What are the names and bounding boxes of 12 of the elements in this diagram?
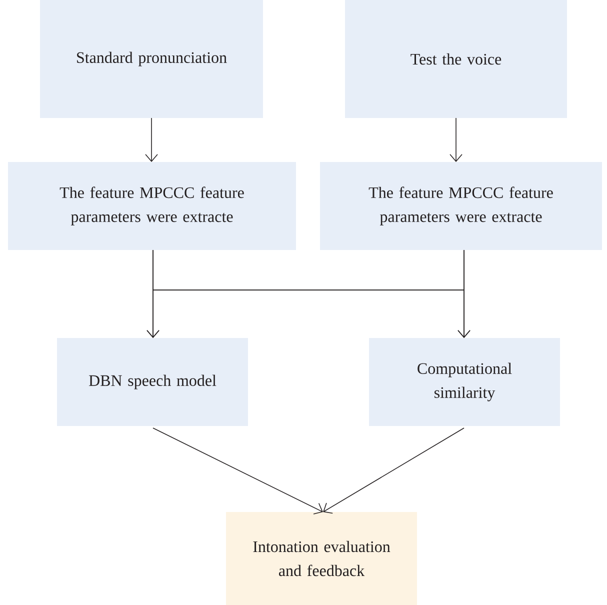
arrow: [323, 428, 464, 514]
process-box: The feature MPCCC feature parameters were extracte: [320, 162, 602, 250]
process-box: Standard pronunciation: [40, 0, 263, 118]
process-box: Intonation evaluation and feedback: [226, 512, 417, 605]
arrow: [145, 118, 158, 162]
process-box: Computational similarity: [369, 338, 560, 426]
arrow: [458, 250, 470, 338]
process-box: DBN speech model: [57, 338, 248, 426]
process-box: The feature MPCCC feature parameters were extracte: [8, 162, 296, 250]
arrow: [152, 428, 323, 514]
process-box: Test the voice: [345, 0, 567, 118]
arrow: [450, 118, 462, 162]
